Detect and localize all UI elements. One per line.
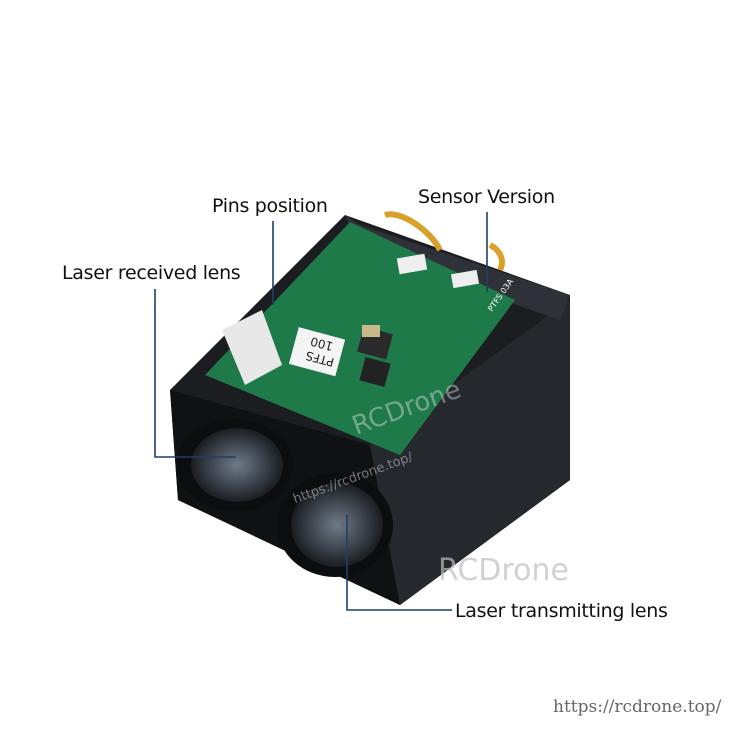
laser-received-lens xyxy=(177,419,293,511)
connector-2 xyxy=(450,269,480,289)
connector-1 xyxy=(396,253,428,275)
pins-connector xyxy=(222,310,282,385)
label-pins-position: Pins position xyxy=(212,195,328,217)
pcb-board xyxy=(205,222,515,455)
watermark-brand: RCDrone xyxy=(438,553,569,588)
label-laser-transmitting-lens: Laser transmitting lens xyxy=(455,600,668,622)
crystal xyxy=(362,325,380,337)
watermark-url: https://rcdrone.top/ xyxy=(553,697,722,717)
svg-text:100: 100 xyxy=(309,334,335,353)
chip xyxy=(359,357,391,387)
label-sensor-version: Sensor Version xyxy=(418,186,555,208)
pcb-sticker: PTFS 100 xyxy=(288,327,346,377)
leader-line-received-lens xyxy=(154,289,236,458)
label-laser-received-lens: Laser received lens xyxy=(62,262,241,284)
flex-cable xyxy=(384,211,505,272)
leader-line-transmitting-lens xyxy=(346,515,452,611)
laser-transmitting-lens xyxy=(277,473,393,577)
